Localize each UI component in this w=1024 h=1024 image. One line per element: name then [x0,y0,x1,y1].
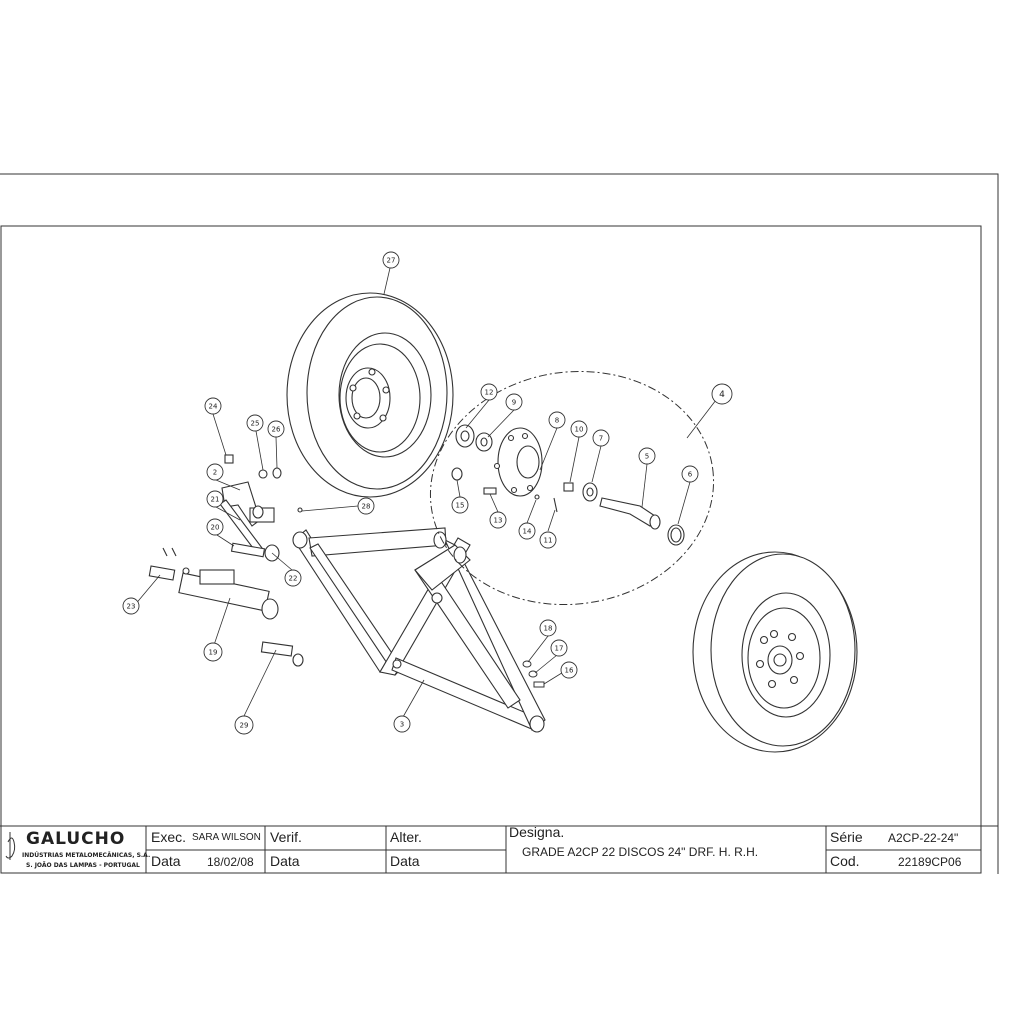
callout-14: 14 [518,522,536,540]
callout-9-label: 9 [512,399,516,407]
callout-20-label: 20 [211,524,220,532]
sheet-border [0,173,999,874]
verif-label: Verif. [270,829,302,845]
callout-4-label: 4 [719,390,725,400]
callout-18: 18 [539,619,557,637]
callout-22-label: 22 [289,575,298,583]
callout-4: 4 [711,383,733,405]
callout-27-label: 27 [387,257,396,265]
callout-14-label: 14 [523,528,532,536]
hub-assembly-outline [429,370,715,606]
callout-26-label: 26 [272,426,281,434]
callout-25: 25 [246,414,264,432]
callout-10: 10 [570,420,588,438]
designation-value: GRADE A2CP 22 DISCOS 24" DRF. H. R.H. [522,845,759,859]
exec-date-value: 18/02/08 [207,855,254,869]
callout-18-label: 18 [544,625,553,633]
verif-date-label: Data [270,853,300,869]
company-line-1: INDÚSTRIAS METALOMECÂNICAS, S.A. [22,852,151,859]
callout-2-label: 2 [213,469,217,477]
exec-value: SARA WILSON [192,832,261,843]
callout-7: 7 [592,429,610,447]
exec-date-label: Data [151,853,181,869]
callout-21-label: 21 [211,496,220,504]
designation-label: Designa. [509,824,565,840]
a-frame [292,527,546,733]
callout-17: 17 [550,639,568,657]
callout-28-label: 28 [362,503,371,511]
callout-12: 12 [480,383,498,401]
callout-11-label: 11 [544,537,553,545]
company-name: GALUCHO [26,829,126,849]
leader-lines [133,267,717,718]
callout-6-label: 6 [688,471,693,479]
exec-label: Exec. [151,829,187,845]
callout-29: 29 [234,715,254,735]
upper-wheel [286,292,454,498]
callout-22: 22 [284,569,302,587]
callout-15-label: 15 [456,502,465,510]
callout-2: 2 [206,463,224,481]
callout-8: 8 [548,411,566,429]
callout-6: 6 [681,465,699,483]
callout-7-label: 7 [599,435,603,443]
callout-13-label: 13 [494,517,503,525]
alter-date-label: Data [390,853,420,869]
callout-20: 20 [206,518,224,536]
alter-label: Alter. [390,829,422,845]
callout-28: 28 [357,497,375,515]
serie-value: A2CP-22-24" [888,831,959,845]
callout-8-label: 8 [555,417,559,425]
callout-24-label: 24 [209,403,218,411]
callout-12-label: 12 [485,389,494,397]
callout-25-label: 25 [251,420,260,428]
callout-26: 26 [267,420,285,438]
title-block-grid [145,826,981,873]
callout-19-label: 19 [209,649,218,657]
company-line-2: S. JOÃO DAS LAMPAS - PORTUGAL [26,862,140,869]
callouts: 27 24 25 26 2 21 20 22 23 19 29 28 3 12 … [122,251,733,735]
lower-wheel [692,551,858,753]
callout-10-label: 10 [575,426,584,434]
callout-24: 24 [204,397,222,415]
callout-3-label: 3 [400,721,404,729]
callout-17-label: 17 [555,645,564,653]
callout-11: 11 [539,531,557,549]
callout-23: 23 [122,597,140,615]
callout-23-label: 23 [127,603,136,611]
callout-3: 3 [393,715,411,733]
callout-16-label: 16 [565,667,574,675]
callout-19: 19 [203,642,223,662]
callout-27: 27 [382,251,400,269]
callout-21: 21 [206,490,224,508]
callout-15: 15 [451,496,469,514]
callout-5: 5 [638,447,656,465]
callout-9: 9 [505,393,523,411]
cod-label: Cod. [830,853,860,869]
callout-16: 16 [560,661,578,679]
callout-5-label: 5 [645,453,649,461]
company-logo-icon [5,832,16,860]
left-parts [148,454,304,667]
callout-13: 13 [489,511,507,529]
callout-29-label: 29 [240,722,249,730]
cod-value: 22189CP06 [898,855,962,869]
hub-parts [451,424,685,546]
serie-label: Série [830,829,863,845]
